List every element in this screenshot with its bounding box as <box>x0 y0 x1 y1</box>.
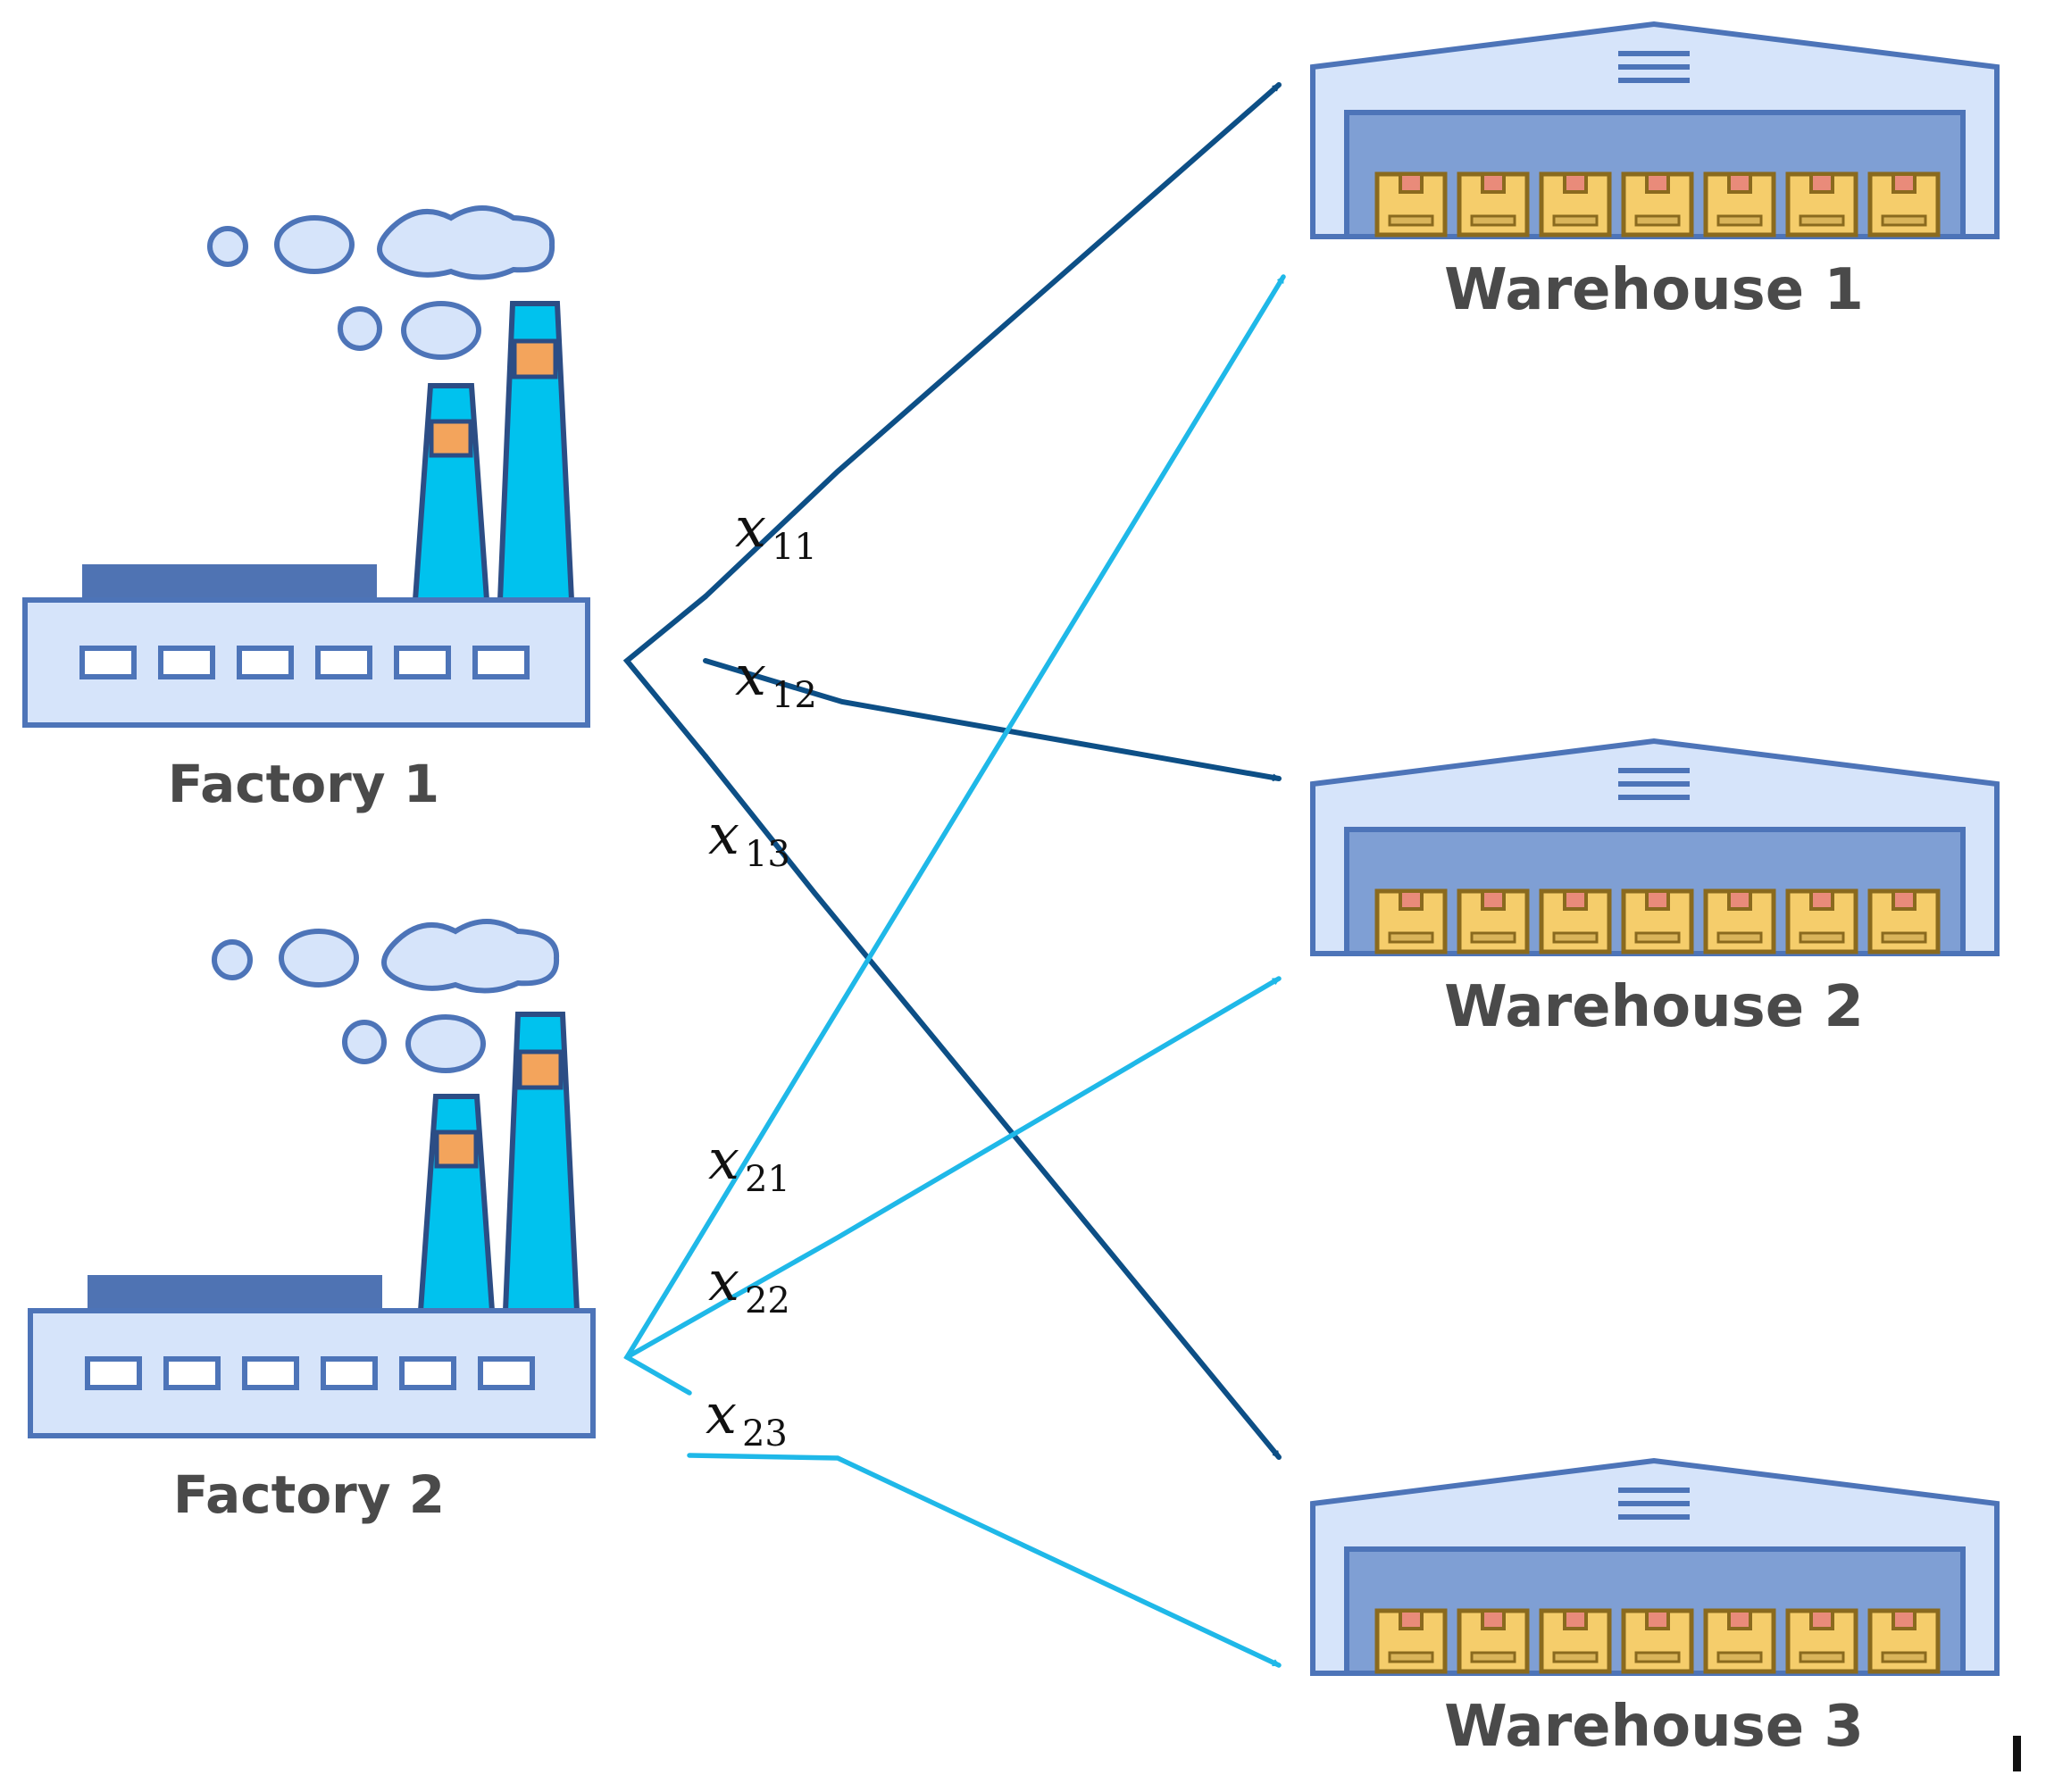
warehouse-1-label: Warehouse 1 <box>1444 257 1864 323</box>
warehouse-3: Warehouse 3 <box>1310 1457 2000 1760</box>
box-icon <box>1374 171 1448 238</box>
warehouse-2: Warehouse 2 <box>1310 738 2000 1040</box>
smoke-cloud-icon <box>212 919 560 1073</box>
factory-2-arrowhead-icon <box>623 1252 692 1396</box>
box-icon <box>1703 888 1776 954</box>
flow-arrow-x11 <box>703 82 1282 599</box>
roof-band <box>88 1275 382 1313</box>
roof-band <box>82 564 377 602</box>
factory-1-flows <box>622 82 1282 1460</box>
box-icon <box>1703 1608 1776 1674</box>
factory-2: Factory 2 <box>28 919 596 1525</box>
flow-arrow-x12 <box>703 658 1282 779</box>
box-icon <box>1621 1608 1694 1674</box>
chimney-icon <box>417 1012 580 1313</box>
box-icon <box>1867 1608 1941 1674</box>
box-icon <box>1621 888 1694 954</box>
warehouse-vent-icon <box>1618 51 1690 83</box>
box-icon <box>1621 171 1694 238</box>
flow-arrow-x22 <box>624 976 1282 1360</box>
box-icon <box>1785 1608 1858 1674</box>
box-icon <box>1703 171 1776 238</box>
smoke-cloud-icon <box>207 205 555 360</box>
flow-arrow-x13 <box>703 754 1282 1460</box>
warehouse-1: Warehouse 1 <box>1310 21 2000 323</box>
warehouse-vent-icon <box>1618 1488 1690 1520</box>
warehouse-boxes <box>1374 1608 1941 1674</box>
warehouse-2-label: Warehouse 2 <box>1444 974 1864 1040</box>
box-icon <box>1785 888 1858 954</box>
factory-1: Factory 1 <box>22 205 590 814</box>
warehouse-3-label: Warehouse 3 <box>1444 1694 1864 1760</box>
warehouse-boxes <box>1374 171 1941 238</box>
chimney-icon <box>412 301 575 603</box>
factory-2-flows <box>623 274 1286 1668</box>
factory-windows <box>79 646 530 679</box>
flow-arrow-x23 <box>687 1453 1282 1668</box>
box-icon <box>1539 171 1612 238</box>
box-icon <box>1457 171 1530 238</box>
box-icon <box>1374 888 1448 954</box>
factory-1-label: Factory 1 <box>168 754 439 814</box>
factory-2-label: Factory 2 <box>173 1464 445 1525</box>
warehouse-vent-icon <box>1618 768 1690 800</box>
factory-windows <box>85 1356 535 1390</box>
box-icon <box>1457 888 1530 954</box>
corner-mark <box>2013 1736 2021 1771</box>
box-icon <box>1867 888 1941 954</box>
box-icon <box>1867 171 1941 238</box>
factory-1-arrowhead-icon <box>622 594 708 759</box>
box-icon <box>1785 171 1858 238</box>
box-icon <box>1374 1608 1448 1674</box>
flow-arrow-x21 <box>687 274 1286 1257</box>
box-icon <box>1457 1608 1530 1674</box>
box-icon <box>1539 1608 1612 1674</box>
warehouse-boxes <box>1374 888 1941 954</box>
box-icon <box>1539 888 1612 954</box>
